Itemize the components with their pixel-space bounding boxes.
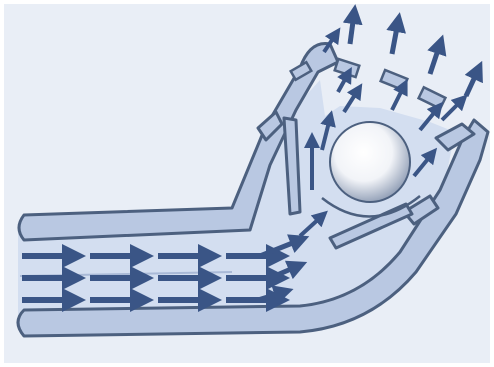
ball-icon [330, 122, 410, 202]
